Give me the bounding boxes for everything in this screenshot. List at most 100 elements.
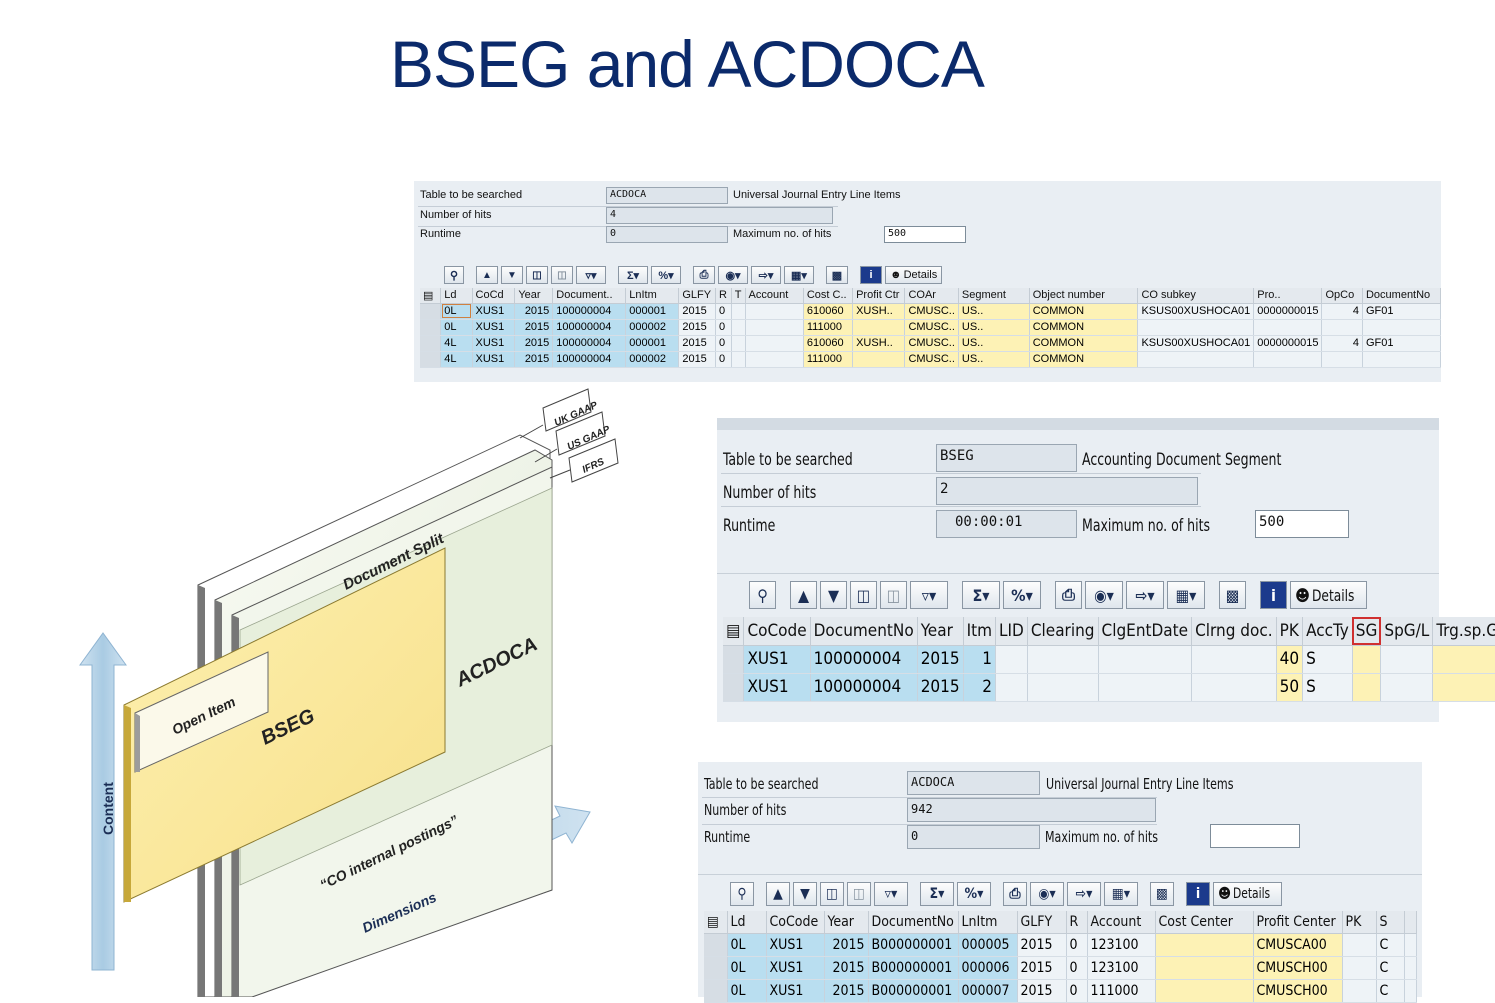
col-header[interactable]: Ld [440,288,473,304]
cell[interactable]: 000007 [958,979,1018,1003]
cell[interactable]: XUS1 [766,956,825,980]
cell[interactable]: 4L [440,335,473,352]
cell[interactable]: KSUS00XUSHOCA01 [1137,303,1255,320]
cell[interactable] [852,319,906,336]
cell[interactable]: 000001 [625,303,680,320]
cell[interactable]: 0 [1066,979,1088,1003]
zoom-icon[interactable]: ⚲ [749,581,776,609]
cell[interactable] [1342,956,1377,980]
cell[interactable] [1380,673,1434,702]
col-header[interactable]: CO subkey [1137,288,1255,304]
cell[interactable]: 100000004 [552,319,627,336]
sort-descending-icon[interactable]: ▼ [820,581,847,609]
cell[interactable]: US.. [958,319,1030,336]
cell[interactable]: S [1302,673,1353,702]
cell[interactable] [1137,319,1255,336]
info-icon[interactable]: i [1260,581,1287,609]
cell[interactable]: GF01 [1362,335,1442,352]
cell[interactable] [1155,979,1254,1003]
cell[interactable]: XUS1 [766,979,825,1003]
cell[interactable]: 2015 [1017,956,1067,980]
cell[interactable] [1432,673,1495,702]
export-icon[interactable]: ⇨▾ [1126,581,1164,609]
views-icon[interactable]: ◉▾ [718,266,748,284]
cell[interactable]: 40 [1276,645,1304,674]
table-row[interactable]: XUS1 100000004 2015 2 50 S [723,673,1495,702]
cell[interactable]: CMUSCA00 [1253,933,1343,957]
cell[interactable]: CMUSC.. [904,319,959,336]
cell[interactable]: GF01 [1362,303,1442,320]
cell[interactable]: COMMON [1029,351,1139,368]
graphics-icon[interactable]: ▩ [826,266,848,284]
cell[interactable]: XUSH.. [852,303,906,320]
layout-icon[interactable]: ▦▾ [1104,882,1138,906]
cell[interactable]: 4L [440,351,473,368]
cell[interactable]: 100000004 [552,351,627,368]
cell[interactable] [731,303,746,320]
cell[interactable]: 100000004 [552,335,627,352]
cell[interactable]: 111000 [1087,979,1156,1003]
cell[interactable]: 4 [1321,335,1363,352]
find-icon[interactable]: ◫ [850,581,877,609]
cell[interactable]: 0L [440,319,473,336]
cell[interactable] [1432,645,1495,674]
cell[interactable] [731,335,746,352]
cell[interactable]: 610060 [803,335,854,352]
subtotal-icon[interactable]: %▾ [957,882,991,906]
cell[interactable]: 2015 [917,673,964,702]
cell[interactable]: 000001 [625,335,680,352]
table-row[interactable]: 0L XUS1 2015 B000000001 000007 2015 0 11… [704,979,1417,1003]
col-header[interactable]: Pro.. [1253,288,1323,304]
col-header[interactable]: DocumentNo [868,911,959,934]
cell[interactable] [1098,673,1193,702]
col-header[interactable]: Cost C.. [803,288,854,304]
cell[interactable] [852,351,906,368]
cell[interactable] [1137,351,1255,368]
cell[interactable]: 0 [715,319,732,336]
sum-icon[interactable]: Σ▾ [962,581,1000,609]
cell[interactable]: 2 [963,673,997,702]
cell[interactable]: CMUSC.. [904,303,959,320]
info-icon[interactable]: i [1186,882,1210,906]
col-header[interactable]: CoCd [472,288,516,304]
cell[interactable]: C [1376,956,1405,980]
cell[interactable]: 2015 [678,351,717,368]
col-header[interactable]: CoCode [766,911,825,934]
cell[interactable]: XUSH.. [852,335,906,352]
col-header[interactable]: Trg.sp.G/L [1432,617,1495,646]
cell[interactable] [1404,979,1417,1003]
cell[interactable] [1098,645,1193,674]
cell[interactable]: 4 [1321,303,1363,320]
col-header[interactable]: S [1376,911,1405,934]
table-row[interactable]: 0L XUS1 2015 B000000001 000005 2015 0 12… [704,933,1417,957]
print-icon[interactable]: ⎙ [1055,581,1082,609]
cell[interactable]: 100000004 [552,303,627,320]
row-selector[interactable] [420,319,442,336]
cell[interactable]: 2015 [514,351,554,368]
cell[interactable]: 0 [1066,933,1088,957]
cell[interactable] [731,319,746,336]
print-icon[interactable]: ⎙ [693,266,715,284]
find-icon[interactable]: ◫ [820,882,844,906]
cell[interactable]: 000006 [958,956,1018,980]
col-header[interactable]: Profit Ctr [852,288,906,304]
cell[interactable] [731,351,746,368]
col-header[interactable]: AccTy [1302,617,1353,646]
cell[interactable] [1027,645,1099,674]
col-header[interactable]: COAr [904,288,959,304]
cell[interactable]: 1 [963,645,997,674]
cell[interactable]: B000000001 [868,933,959,957]
set-filter-icon[interactable]: ▿▾ [576,266,606,284]
cell[interactable]: 610060 [803,303,854,320]
details-button[interactable]: ☻ Details [1290,581,1367,609]
cell[interactable]: 100000004 [810,673,918,702]
col-header[interactable] [1404,911,1417,934]
cell[interactable]: B000000001 [868,956,959,980]
cell[interactable]: XUS1 [472,319,516,336]
cell[interactable] [1352,645,1382,674]
set-filter-icon[interactable]: ▿▾ [874,882,908,906]
zoom-icon[interactable]: ⚲ [730,882,754,906]
col-header[interactable]: GLFY [678,288,717,304]
col-header[interactable]: Account [745,288,804,304]
cell[interactable] [1342,979,1377,1003]
